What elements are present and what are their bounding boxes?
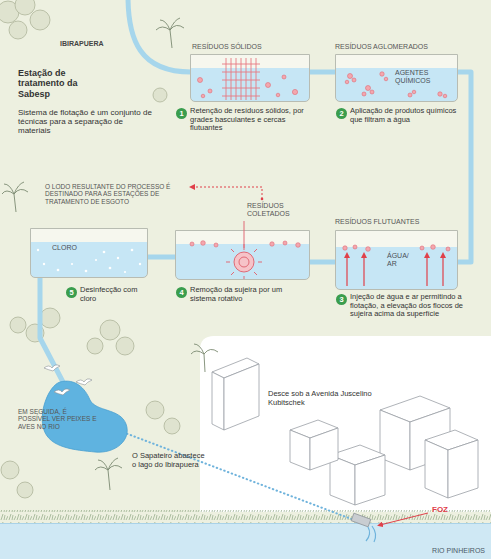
river-note: EM SEGUIDA, É POSSÍVEL VER PEIXES E AVES… bbox=[18, 408, 98, 430]
tank-heading: RESÍDUOS AGLOMERADOS bbox=[335, 43, 458, 51]
step-caption: Retenção de resíduos sólidos, por grades… bbox=[190, 107, 315, 133]
river-band: RIO PINHEIROS bbox=[0, 523, 491, 559]
callout-number: 5 bbox=[66, 287, 77, 298]
tank: RESÍDUOS FLUTUANTES ÁGUA/ AR bbox=[335, 216, 458, 290]
tank: CLORO bbox=[30, 228, 148, 278]
shore-grass bbox=[0, 510, 491, 524]
tank-heading: RESÍDUOS FLUTUANTES bbox=[335, 218, 458, 226]
city-area bbox=[200, 336, 491, 512]
step-caption: Injeção de água e ar permitindo a flotaç… bbox=[350, 293, 482, 319]
birds bbox=[44, 365, 92, 395]
collected-waste bbox=[190, 241, 300, 248]
sludge-note: O LODO RESULTANTE DO PROCESSO É DESTINAD… bbox=[45, 183, 185, 205]
grates bbox=[222, 58, 260, 100]
water-pipe bbox=[40, 278, 64, 384]
water-pipe bbox=[310, 70, 335, 75]
tank-heading: RESÍDUOS COLETADOS bbox=[247, 202, 297, 218]
intro-text: Sistema de flotação é um conjunto de téc… bbox=[18, 108, 153, 136]
agglomerated-waste bbox=[345, 72, 447, 98]
tank-body bbox=[190, 54, 310, 102]
solid-waste bbox=[198, 75, 298, 98]
water-pipe bbox=[458, 72, 471, 262]
water-pipe bbox=[310, 260, 335, 265]
step-caption: Desinfecção com cloro bbox=[80, 286, 152, 303]
step-caption: Aplicação de produtos químicos que filtr… bbox=[350, 107, 468, 124]
step-caption: Remoção da sujeira por um sistema rotati… bbox=[190, 286, 305, 303]
buildings bbox=[212, 358, 478, 505]
callout-number: 4 bbox=[176, 287, 187, 298]
floating-waste bbox=[343, 245, 450, 252]
trees bbox=[0, 0, 180, 498]
title-text: Estação de tratamento da Sabesp bbox=[18, 68, 100, 99]
river-outlet bbox=[351, 513, 375, 542]
underground-channel bbox=[112, 428, 362, 523]
tank-heading: RESÍDUOS SÓLIDOS bbox=[192, 43, 308, 51]
tank-text: ÁGUA/ AR bbox=[387, 252, 419, 268]
foz-arrow bbox=[380, 513, 428, 525]
tank: RESÍDUOS SÓLIDOS bbox=[190, 40, 310, 102]
road-note: Desce sob a Avenida Juscelino Kubitschek bbox=[268, 390, 376, 407]
mouth-label: FOZ bbox=[432, 505, 456, 514]
water-pipe bbox=[148, 255, 175, 260]
chlorine-dots bbox=[37, 249, 141, 273]
tank-body bbox=[335, 230, 458, 290]
air-injection bbox=[347, 255, 443, 286]
rotor bbox=[226, 221, 262, 279]
river-name: RIO PINHEIROS bbox=[395, 547, 485, 555]
tank-body bbox=[30, 228, 148, 278]
tank-text: CLORO bbox=[52, 244, 96, 252]
tank-text: AGENTES QUÍMICOS bbox=[395, 69, 453, 85]
callout-number: 3 bbox=[336, 294, 347, 305]
inlet-pipe bbox=[128, 0, 191, 72]
place-name: IBIRAPUERA bbox=[60, 40, 130, 48]
callout-number: 1 bbox=[176, 108, 187, 119]
callout-number: 2 bbox=[336, 108, 347, 119]
lake-caption: O Sapateiro abastece o lago do Ibirapuer… bbox=[132, 452, 206, 469]
sludge-arrow bbox=[192, 187, 263, 200]
